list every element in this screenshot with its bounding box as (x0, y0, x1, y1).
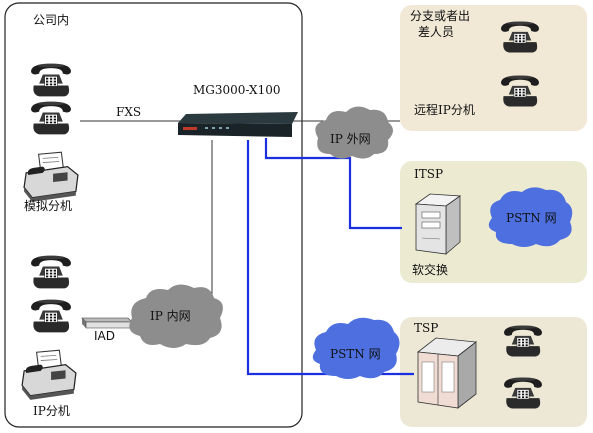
remote-label-line2: 差人员 (418, 25, 455, 39)
remote-branch-box (400, 5, 587, 131)
cloud-icon (129, 284, 223, 348)
cloud-icon (315, 106, 393, 159)
device-label: MG3000-X100 (193, 83, 281, 97)
office-label: 公司内 (33, 13, 70, 27)
itsp-label: ITSP (414, 167, 444, 181)
telephone-icon (30, 255, 72, 289)
fxs-label: FXS (116, 105, 142, 119)
cabinet-icon (416, 337, 478, 409)
pstn-tsp-label: PSTN 网 (330, 347, 381, 361)
cloud-icon (488, 187, 573, 247)
server-icon (414, 193, 462, 255)
cloud-icon (312, 317, 400, 379)
remote-ip-extension-label: 远程IP分机 (414, 103, 475, 117)
gateway-icon (178, 112, 298, 137)
softswitch-label: 软交换 (412, 263, 449, 277)
softswitch-link (264, 138, 402, 230)
telephone-icon (30, 101, 72, 135)
pstn-itsp-label: PSTN 网 (506, 211, 557, 225)
telephone-icon (30, 63, 72, 97)
analog-extension-label: 模拟分机 (24, 199, 73, 213)
tsp-label: TSP (414, 321, 439, 335)
ip-extension-label: IP分机 (33, 404, 70, 418)
iad-label: IAD (94, 329, 115, 343)
telephone-icon (30, 299, 72, 333)
lan-label: IP 内网 (150, 309, 191, 323)
fax-icon (23, 151, 79, 202)
wan-label: IP 外网 (330, 132, 371, 146)
iad-icon (81, 317, 133, 329)
office-boundary (4, 2, 303, 428)
fax-icon (21, 349, 77, 400)
remote-label-line1: 分支或者出 (410, 9, 471, 23)
